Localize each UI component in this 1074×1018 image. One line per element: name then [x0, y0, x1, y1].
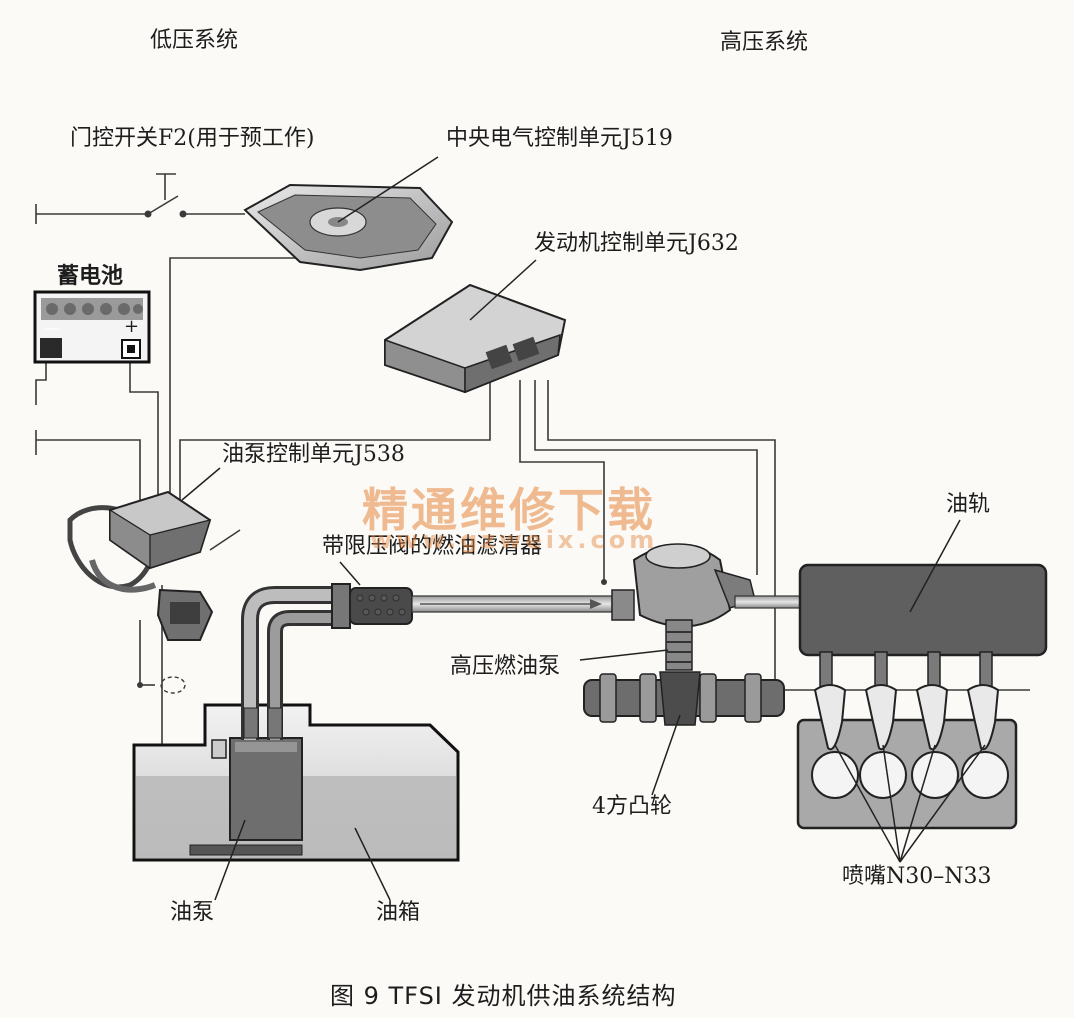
injectors: [813, 684, 1000, 751]
label-engine-ecu: 发动机控制单元J632: [534, 231, 739, 256]
label-injectors: 喷嘴N30–N33: [842, 864, 992, 889]
fuel-pump-ecu-j538: [67, 467, 221, 641]
fuel-tank: [132, 703, 460, 901]
label-fuel-pump-ecu: 油泵控制单元J538: [222, 442, 405, 467]
engine-block: [796, 684, 1018, 863]
central-ecu-j519: [243, 156, 454, 272]
label-central-ecu: 中央电气控制单元J519: [446, 126, 673, 151]
fuel-rail: [798, 519, 1048, 693]
high-pressure-line: [734, 595, 806, 609]
watermark-url: www.gzweix.com: [370, 526, 659, 554]
heading-low-pressure: 低压系统: [150, 28, 239, 53]
label-door-switch: 门控开关F2(用于预工作): [70, 126, 315, 151]
supply-pipe: [241, 586, 340, 740]
heading-high-pressure: 高压系统: [720, 30, 809, 55]
battery: [33, 290, 151, 364]
wiring-nodes: [137, 210, 607, 688]
fuel-filter: [331, 561, 413, 629]
crank-sensor-loop: [160, 676, 186, 694]
watermark-text: 精通维修下载: [362, 483, 656, 537]
low-pressure-line: [411, 595, 613, 613]
hp-fuel-pump: [579, 543, 756, 671]
wiring: [35, 173, 1030, 746]
label-hp-fuel-pump: 高压燃油泵: [450, 654, 561, 679]
figure-caption: 图 9 TFSI 发动机供油系统结构: [330, 982, 677, 1010]
label-battery-plus: +: [124, 316, 140, 337]
label-battery-minus: —: [44, 318, 60, 337]
camshaft: [583, 671, 785, 796]
label-fuel-pump: 油泵: [170, 900, 215, 925]
label-fuel-filter: 带限压阀的燃油滤清器: [322, 534, 543, 559]
label-battery: 蓄电池: [57, 263, 124, 289]
label-fuel-tank: 油箱: [376, 900, 421, 925]
label-fuel-rail: 油轨: [946, 492, 991, 517]
engine-ecu-j632: [384, 259, 567, 394]
label-cam: 4方凸轮: [592, 794, 672, 819]
